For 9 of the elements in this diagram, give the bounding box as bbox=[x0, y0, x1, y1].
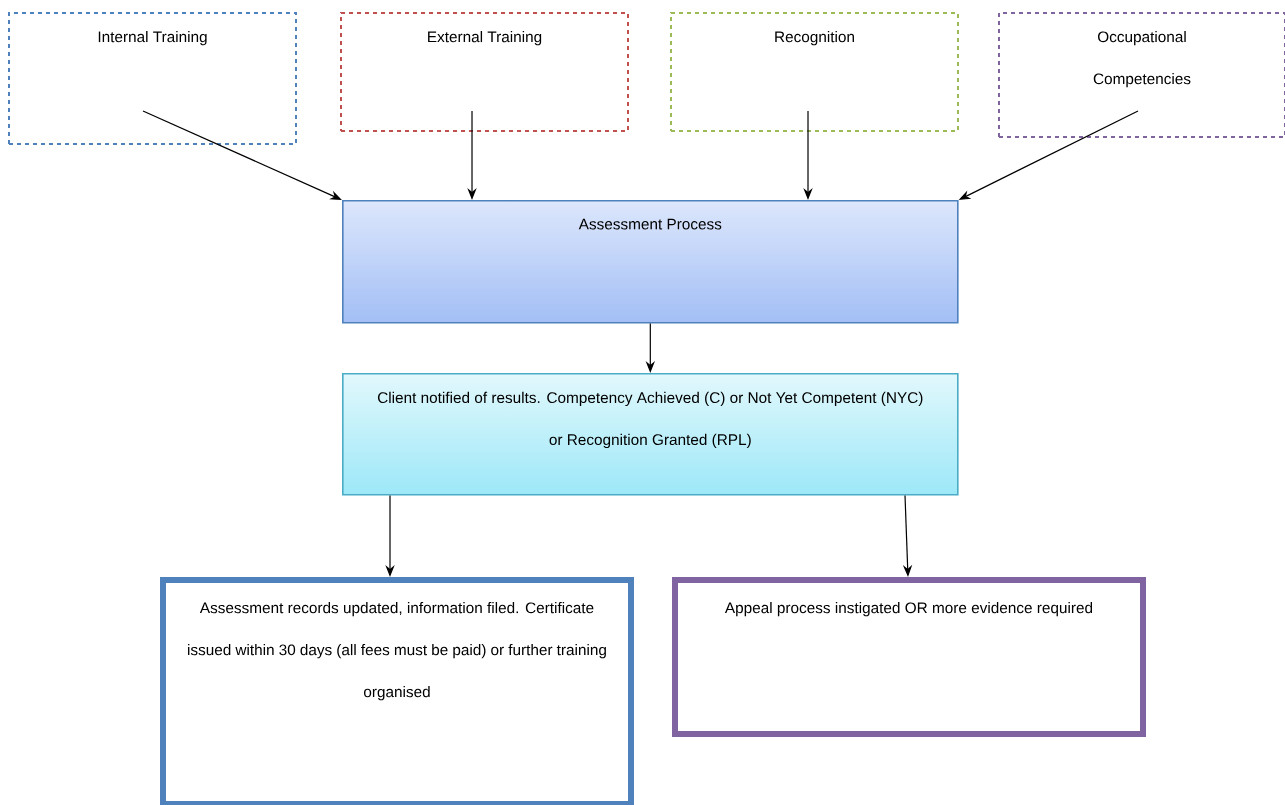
dashed-box: Recognition bbox=[670, 12, 959, 132]
dashed-box: Occupational Competencies bbox=[998, 12, 1285, 138]
outcome-box: Assessment records updated, information filed. Certificate issued within 30 days (all fees must be paid) or further training organised bbox=[160, 577, 634, 805]
outcome-box: Appeal process instigated OR more evidence required bbox=[672, 577, 1146, 737]
dashed-box: Internal Training bbox=[8, 12, 297, 145]
process-box: Assessment Process bbox=[342, 200, 959, 324]
result-box: Client notified of results. Competency Achieved (C) or Not Yet Competent (NYC) or Recognition Granted (RPL) bbox=[342, 373, 959, 496]
arrow bbox=[142, 110, 342, 200]
dashed-box: External Training bbox=[340, 12, 629, 132]
